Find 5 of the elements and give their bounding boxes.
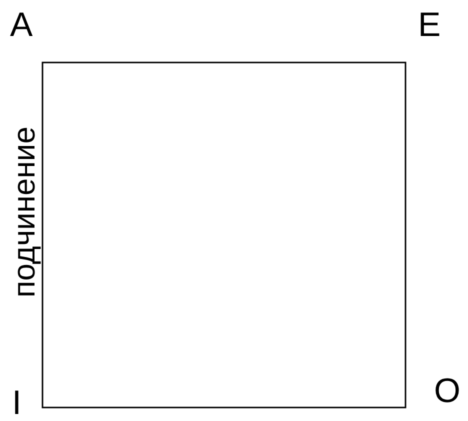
corner-letter: A [10, 8, 33, 42]
corner-letter: E [418, 8, 441, 42]
side-label: подчинение [8, 126, 40, 298]
corner-letter: I [12, 386, 22, 420]
corner-letter: O [434, 374, 460, 408]
